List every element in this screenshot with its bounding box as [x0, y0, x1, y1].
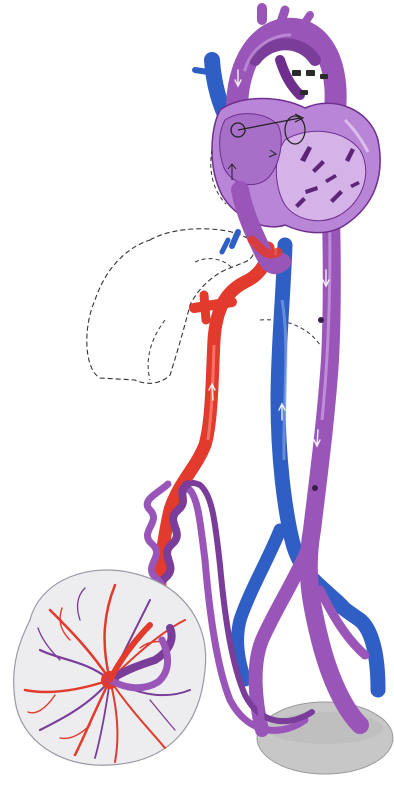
placenta: [14, 570, 206, 765]
ductus-venosus: [194, 302, 232, 308]
